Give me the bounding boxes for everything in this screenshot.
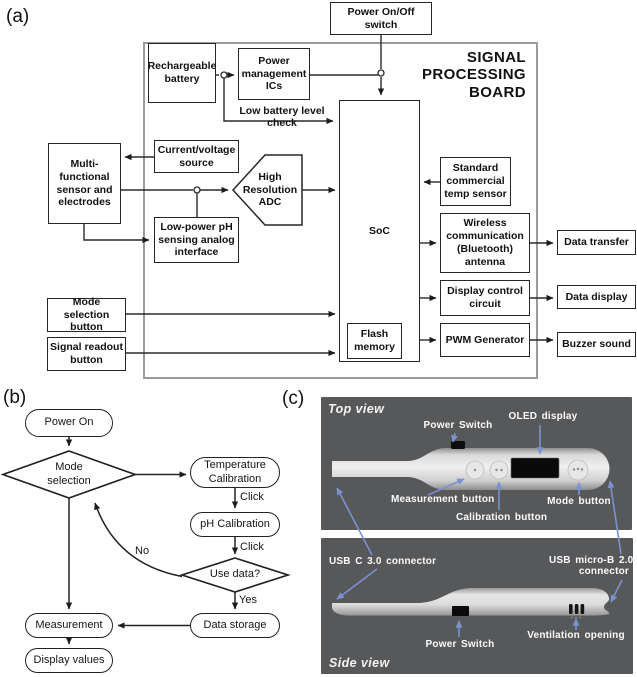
label-power-switch-top: Power Switch	[423, 420, 493, 431]
low-battery-check-note: Low battery level check	[239, 105, 325, 129]
block-signal-readout-button: Signal readout button	[47, 337, 126, 371]
edge-label-click-2: Click	[240, 541, 264, 553]
flow-power-on: Power On	[25, 409, 113, 437]
block-data-display: Data display	[557, 285, 636, 309]
flow-use-data: Use data?	[209, 568, 261, 581]
block-power-on-off-switch: Power On/Off switch	[330, 2, 432, 35]
block-ph-sensing-interface: Low-power pH sensing analog interface	[154, 217, 239, 263]
flow-measurement: Measurement	[25, 613, 113, 638]
panel-a-tag: (a)	[6, 6, 30, 27]
top-view-title: Top view	[328, 402, 385, 416]
edge-label-yes: Yes	[239, 594, 257, 606]
flow-ph-calibration: pH Calibration	[190, 512, 280, 537]
block-high-resolution-adc: High Resolution ADC	[242, 170, 298, 209]
edge-label-no: No	[135, 545, 150, 557]
block-pwm-generator: PWM Generator	[440, 323, 530, 357]
label-measurement-button: Measurement button	[391, 494, 495, 505]
label-usb-micro-b: USB micro-B 2.0 connector	[549, 555, 634, 577]
block-current-voltage-source: Current/voltage source	[154, 140, 239, 173]
label-ventilation-opening: Ventilation opening	[527, 630, 625, 641]
top-view-photo-panel	[321, 397, 632, 530]
panel-b-tag: (b)	[3, 387, 27, 408]
label-usb-micro-b-line1: USB micro-B 2.0	[549, 555, 634, 566]
panel-c-tag: (c)	[282, 388, 305, 409]
flow-temperature-calibration: Temperature Calibration	[190, 457, 280, 488]
block-display-control-circuit: Display control circuit	[440, 280, 530, 316]
block-data-transfer: Data transfer	[557, 230, 636, 255]
side-view-title: Side view	[329, 656, 390, 670]
flow-mode-selection: Mode selection	[47, 461, 91, 487]
edge-label-click-1: Click	[240, 491, 264, 503]
label-mode-button: Mode button	[547, 496, 611, 507]
label-usb-micro-b-line2: connector	[578, 566, 629, 577]
block-soc: SoC	[339, 100, 420, 362]
block-temp-sensor: Standard commercial temp sensor	[440, 157, 511, 206]
block-power-management-ics: Power management ICs	[238, 48, 310, 100]
block-multifunctional-sensor: Multi-functional sensor and electrodes	[48, 143, 121, 224]
label-usb-c-connector: USB C 3.0 connector	[329, 556, 437, 567]
label-power-switch-side: Power Switch	[425, 639, 495, 650]
board-title: SIGNAL PROCESSING BOARD	[421, 49, 526, 101]
block-wireless-antenna: Wireless communication (Bluetooth) anten…	[440, 213, 530, 273]
label-oled-display: OLED display	[508, 411, 578, 422]
block-rechargeable-battery: Rechargeable battery	[148, 43, 216, 103]
label-calibration-button: Calibration button	[456, 512, 548, 523]
block-mode-selection-button: Mode selection button	[47, 296, 126, 333]
block-buzzer-sound: Buzzer sound	[557, 332, 636, 357]
flow-display-values: Display values	[25, 648, 113, 673]
block-flash-memory: Flash memory	[347, 323, 402, 359]
flow-data-storage: Data storage	[190, 613, 280, 638]
